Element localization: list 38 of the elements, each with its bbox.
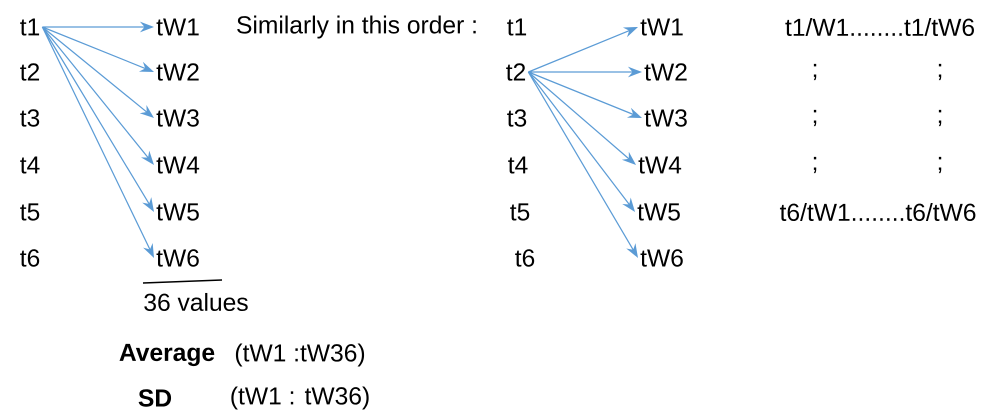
- range-text: (tW1 : tW36): [231, 386, 369, 410]
- semicolon: ;: [814, 156, 816, 174]
- range-text: (tW1 :tW36): [236, 344, 364, 366]
- node-label: t2: [20, 63, 40, 81]
- node-label: t4: [20, 156, 40, 174]
- node-label: tW5: [638, 203, 680, 221]
- bold-term: SD: [138, 389, 172, 407]
- semicolon: ;: [814, 110, 816, 126]
- node-label: tW2: [644, 63, 687, 81]
- values-count: 36 values: [144, 292, 248, 312]
- node-label: t1: [20, 18, 40, 36]
- semicolon: ;: [938, 64, 942, 80]
- node-label: t6: [515, 249, 534, 267]
- semicolon: ;: [814, 64, 816, 80]
- table-row: t1/W1........t1/tW6: [785, 18, 974, 36]
- node-label: tW1: [640, 18, 683, 36]
- node-label: tW3: [156, 109, 199, 127]
- node-label: tW4: [638, 156, 682, 174]
- node-label: tW2: [156, 63, 199, 81]
- text-line: Similarly in this order :: [237, 16, 476, 38]
- node-label: t5: [20, 203, 40, 221]
- node-label: tW6: [640, 249, 683, 267]
- semicolon: ;: [938, 156, 942, 174]
- node-label: t3: [507, 109, 526, 127]
- node-label: tW3: [644, 109, 687, 127]
- node-label: t5: [510, 203, 530, 221]
- node-label: tW6: [156, 249, 199, 267]
- node-label: t1: [507, 18, 526, 36]
- node-label: tW4: [156, 156, 200, 174]
- bold-term: Average: [120, 344, 214, 366]
- node-label: t2: [506, 63, 526, 81]
- node-label: t6: [20, 249, 40, 267]
- semicolon: ;: [938, 110, 942, 126]
- node-label: t3: [20, 109, 40, 127]
- node-label: tW1: [156, 18, 199, 36]
- table-row: t6/tW1........t6/tW6: [780, 202, 976, 222]
- node-label: tW5: [156, 203, 199, 221]
- node-label: t4: [508, 156, 528, 174]
